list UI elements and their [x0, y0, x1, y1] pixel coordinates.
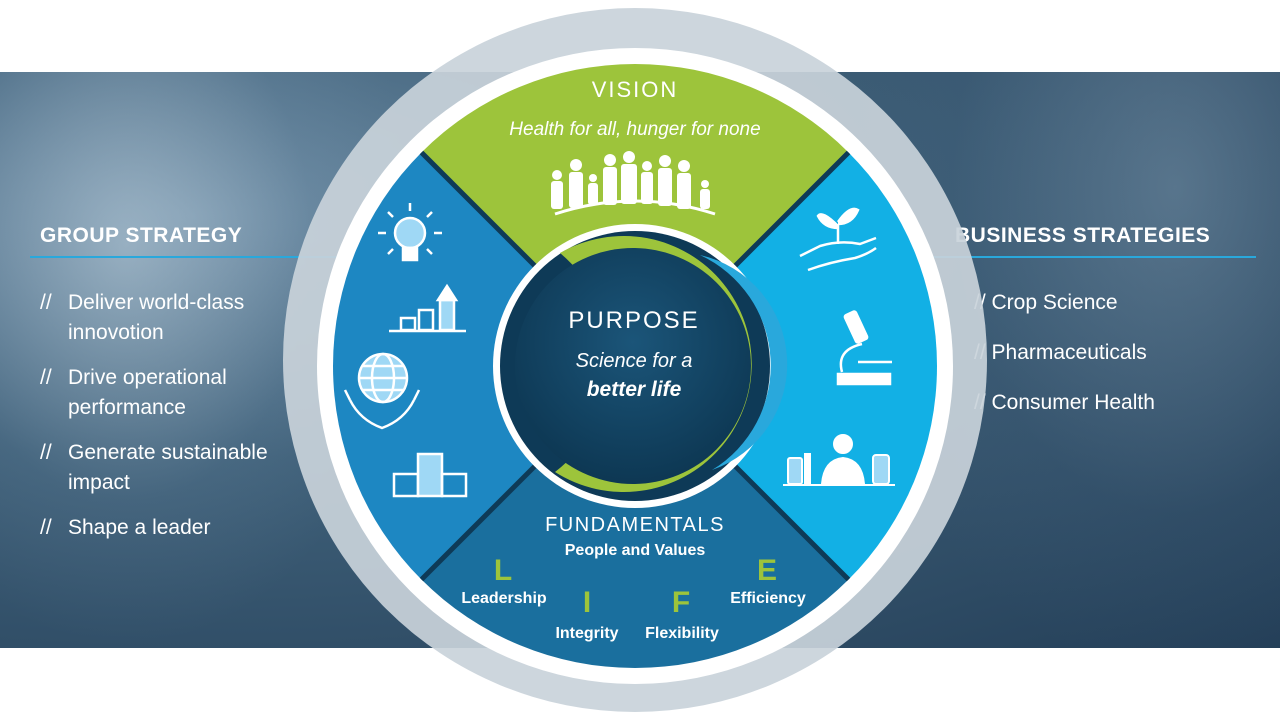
pharmacist-products-icon — [783, 434, 895, 486]
life-word-leadership: Leadership — [461, 590, 547, 607]
list-item: //Generate sustainable impact — [40, 441, 268, 494]
life-letter-l: L — [494, 554, 512, 587]
globe-in-hands-icon — [343, 352, 421, 430]
fundamentals-subtitle: People and Values — [565, 542, 706, 559]
bar-chart-growth-icon — [389, 283, 466, 333]
vision-title: VISION — [592, 77, 679, 102]
plant-in-hand-icon — [799, 207, 877, 272]
center-blue-swoosh — [700, 255, 788, 470]
life-letter-e: E — [757, 554, 777, 587]
life-word-efficiency: Efficiency — [730, 590, 806, 607]
group-strategy-underline — [30, 256, 360, 258]
fundamentals-quadrant — [333, 366, 937, 668]
life-letter-i: I — [583, 586, 591, 619]
fundamentals-title: FUNDAMENTALS — [545, 514, 725, 536]
business-strategies-underline — [930, 256, 1256, 258]
purpose-circle — [515, 248, 751, 484]
purpose-title: PURPOSE — [568, 307, 699, 334]
group-strategy-quadrant — [333, 64, 635, 668]
purpose-line-2: better life — [587, 378, 682, 401]
vision-subtitle: Health for all, hunger for none — [509, 119, 760, 140]
business-strategies-list: // Crop Science // Pharmaceuticals // Co… — [974, 288, 1254, 438]
list-item: //Shape a leader — [40, 516, 211, 539]
podium-icon — [392, 452, 468, 498]
business-quadrant — [635, 64, 937, 668]
people-group-icon — [551, 151, 716, 216]
life-letter-f: F — [672, 586, 690, 619]
list-item: //Deliver world-class innovotion — [40, 291, 245, 344]
microscope-icon — [836, 310, 892, 386]
purpose-line-1: Science for a — [576, 350, 693, 372]
list-item: //Drive operational performance — [40, 366, 227, 419]
life-word-flexibility: Flexibility — [645, 625, 719, 642]
group-strategy-heading: GROUP STRATEGY — [40, 224, 243, 247]
life-word-integrity: Integrity — [555, 625, 618, 642]
list-item: // Pharmaceuticals — [974, 341, 1147, 364]
list-item: // Consumer Health — [974, 391, 1155, 414]
list-item: // Crop Science — [974, 291, 1118, 314]
group-strategy-list: //Deliver world-class innovotion //Drive… — [40, 288, 310, 558]
lightbulb-icon — [378, 203, 442, 262]
business-strategies-heading: BUSINESS STRATEGIES — [955, 224, 1211, 247]
